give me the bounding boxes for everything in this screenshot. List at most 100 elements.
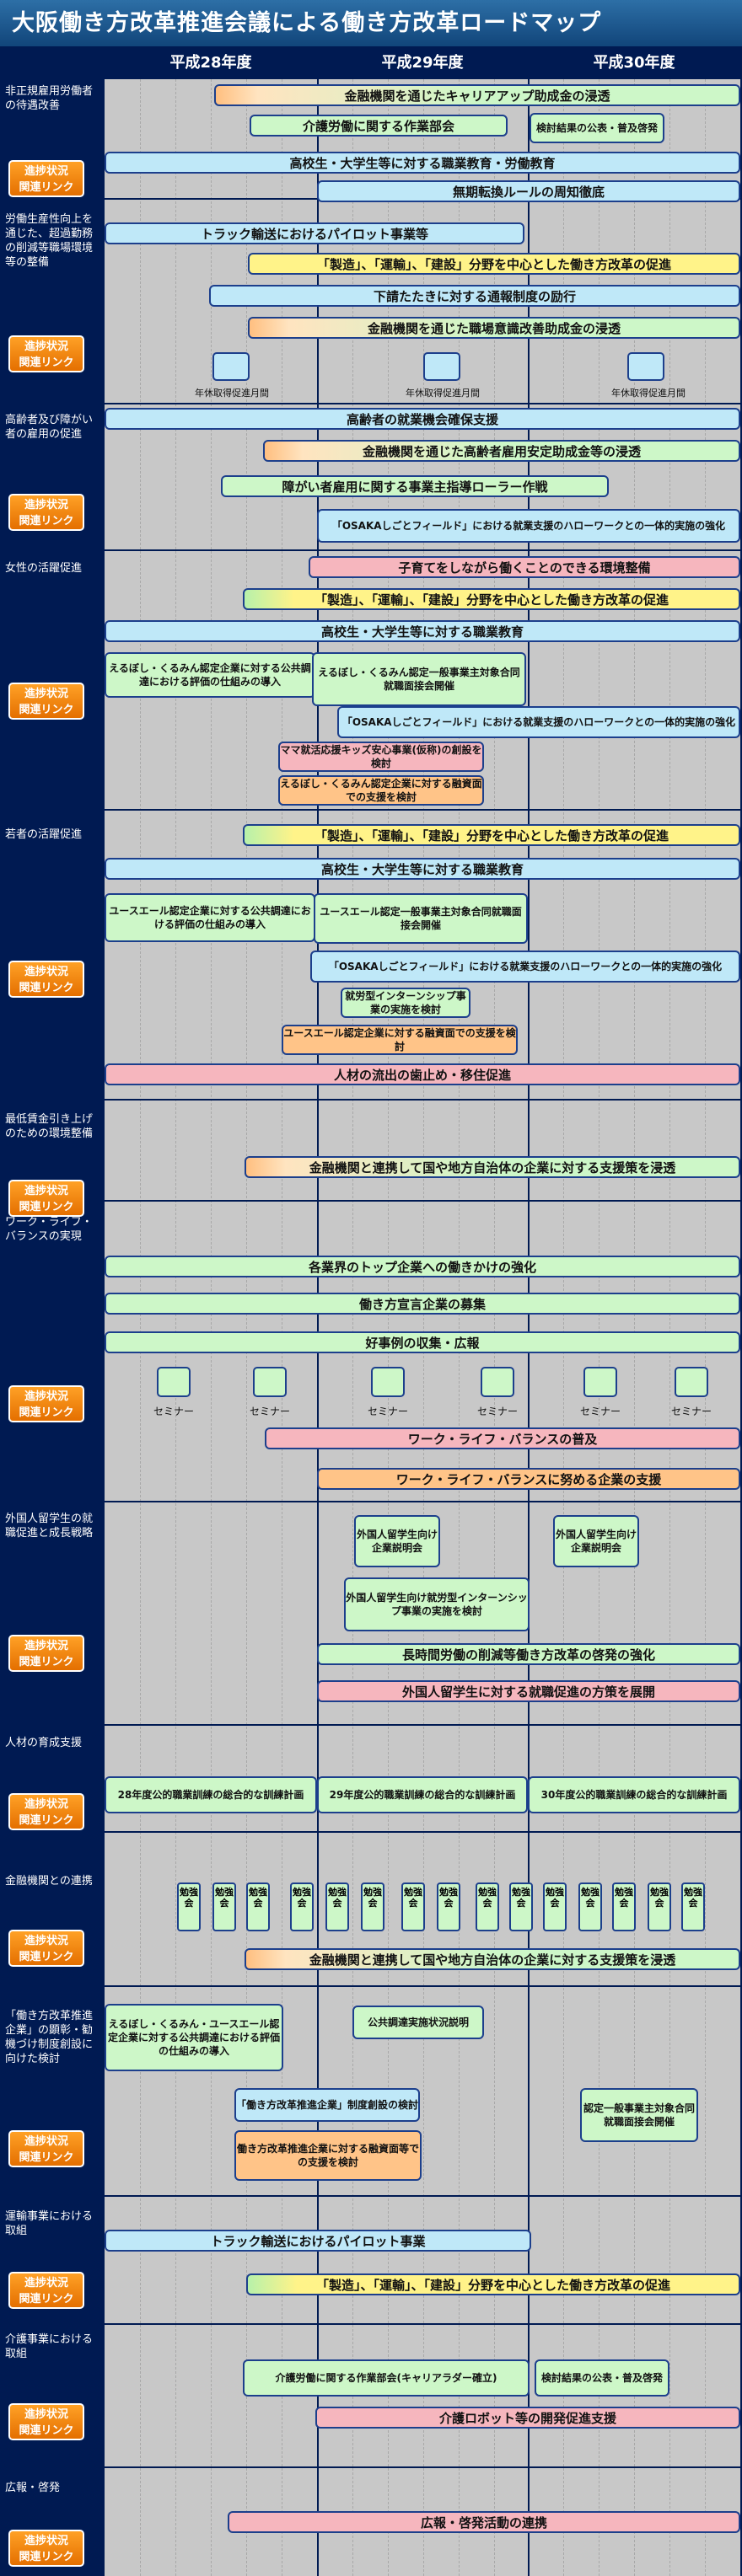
box-result-publication: 検討結果の公表・普及啓発 (530, 113, 664, 143)
study-session-13: 勉強会 (612, 1882, 636, 1931)
study-session-14: 勉強会 (648, 1882, 671, 1931)
box-training-plan-30: 30年度公的職業訓練の総合的な訓練計画 (528, 1776, 740, 1813)
box-youth-yell-financing: ユースエール認定企業に対する融資面での支援を検討 (282, 1025, 518, 1055)
seminar-caption-5: セミナー (579, 1406, 621, 1417)
section-5-label: 若者の活躍促進 (5, 828, 83, 841)
seminar-marker-5 (583, 1367, 617, 1397)
box-foreign-student-fair-2: 外国人留学生向け企業説明会 (553, 1515, 639, 1567)
study-session-11: 勉強会 (543, 1882, 567, 1931)
bar-financial-support-10: 金融機関と連携して国や地方自治体の企業に対する支援策を浸透 (245, 1948, 740, 1970)
study-session-5: 勉強会 (325, 1882, 349, 1931)
box-foreign-student-fair-1: 外国人留学生向け企業説明会 (354, 1515, 440, 1567)
section-11-label: 「働き方改革推進企業」の顕彰・勧機づけ制度創設に向けた検討 (5, 2010, 94, 2065)
progress-link-button-6[interactable]: 進捗状況関連リンク (8, 1180, 84, 1217)
seminar-caption-1: セミナー (153, 1406, 194, 1417)
progress-link-button-8[interactable]: 進捗状況関連リンク (8, 1635, 84, 1672)
box-eruboshi-financing: えるぼし・くるみん認定企業に対する融資面での支援を検討 (278, 775, 484, 806)
bar-subcontract-report: 下請たたきに対する通報制度の励行 (209, 285, 740, 307)
bar-wlb-promotion: ワーク・ライフ・バランスの普及 (265, 1427, 740, 1449)
bar-workplace-subsidy: 金融機関を通じた職場意識改善助成金の浸透 (248, 317, 740, 339)
progress-link-button-12[interactable]: 進捗状況関連リンク (8, 2272, 84, 2309)
section-4-label: 女性の活躍促進 (5, 562, 83, 575)
box-care-result-publication: 検討結果の公表・普及啓発 (535, 2359, 669, 2397)
progress-link-button-13[interactable]: 進捗状況関連リンク (8, 2403, 84, 2440)
box-care-career-ladder: 介護労働に関する作業部会(キャリアラダー確立) (243, 2359, 530, 2397)
year-h30: 平成30年度 (593, 54, 675, 72)
bar-talent-outflow: 人材の流出の歯止め・移住促進 (105, 1063, 740, 1085)
section-7-label: ワーク・ライフ・バランスの実現 (5, 1216, 93, 1243)
section-14-label: 広報・啓発 (5, 2482, 61, 2494)
study-session-15: 勉強会 (681, 1882, 705, 1931)
box-procurement-evaluation: えるぼし・くるみん・ユースエール認定企業に対する公共調達における評価の仕組みの導… (105, 2004, 283, 2071)
box-training-plan-29: 29年度公的職業訓練の総合的な訓練計画 (317, 1776, 528, 1813)
progress-link-button-11[interactable]: 進捗状況関連リンク (8, 2130, 84, 2167)
bar-pr-cooperation: 広報・啓発活動の連携 (228, 2511, 740, 2533)
bar-career-up-subsidy: 金融機関を通じたキャリアアップ助成金の浸透 (214, 84, 740, 106)
section-9-label: 人材の育成支援 (5, 1737, 83, 1749)
box-eruboshi-procurement: えるぼし・くるみん認定企業に対する公共調達における評価の仕組みの導入 (105, 652, 315, 698)
bar-work-style-reform-4: 「製造」、「運輸」、「建設」分野を中心とした働き方改革の促進 (243, 588, 740, 610)
bar-elderly-subsidy: 金融機関を通じた高齢者雇用安定助成金等の浸透 (263, 440, 740, 462)
study-session-6: 勉強会 (361, 1882, 384, 1931)
box-youth-yell-procurement: ユースエール認定企業に対する公共調達における評価の仕組みの導入 (105, 893, 315, 942)
box-eruboshi-job-fair: えるぼし・くるみん認定一般事業主対象合同就職面接会開催 (312, 652, 526, 706)
section-1-label: 非正規雇用労働者の待遇改善 (5, 85, 94, 112)
section-2-label: 労働生産性向上を通じた、超過勤務の削減等職場環境等の整備 (5, 213, 94, 269)
box-reform-company-system: 「働き方改革推進企業」制度創設の検討 (234, 2088, 420, 2122)
progress-link-button-7[interactable]: 進捗状況関連リンク (8, 1385, 84, 1422)
bar-vocational-education-4: 高校生・大学生等に対する職業教育 (105, 620, 740, 642)
section-6-label: 最低賃金引き上げのための環境整備 (5, 1113, 94, 1140)
seminar-caption-3: セミナー (367, 1406, 408, 1417)
progress-link-button-4[interactable]: 進捗状況関連リンク (8, 683, 84, 720)
bar-elderly-employment: 高齢者の就業機会確保支援 (105, 408, 740, 430)
bar-work-style-reform-12: 「製造」、「運輸」、「建設」分野を中心とした働き方改革の促進 (246, 2273, 740, 2295)
leave-month-marker-3 (627, 352, 664, 381)
leave-month-marker-1 (212, 352, 250, 381)
seminar-marker-2 (253, 1367, 287, 1397)
year-h28: 平成28年度 (169, 54, 252, 72)
bar-disability-employment: 障がい者雇用に関する事業主指導ローラー作戦 (221, 475, 609, 497)
progress-link-button-2[interactable]: 進捗状況関連リンク (8, 335, 84, 372)
bar-childcare-environment: 子育てをしながら働くことのできる環境整備 (309, 556, 740, 578)
section-13-label: 介護事業における取組 (5, 2333, 94, 2360)
box-internship-youth: 就労型インターンシップ事業の実施を検討 (341, 988, 470, 1018)
study-session-1: 勉強会 (177, 1882, 201, 1931)
bar-work-style-reform-2: 「製造」、「運輸」、「建設」分野を中心とした働き方改革の促進 (248, 253, 740, 275)
seminar-marker-3 (371, 1367, 405, 1397)
progress-link-button-5[interactable]: 進捗状況関連リンク (8, 961, 84, 998)
study-session-2: 勉強会 (212, 1882, 236, 1931)
seminar-marker-1 (157, 1367, 191, 1397)
study-session-4: 勉強会 (290, 1882, 314, 1931)
seminar-marker-4 (481, 1367, 514, 1397)
bar-best-practices: 好事例の収集・広報 (105, 1331, 740, 1353)
year-h29: 平成29年度 (381, 54, 464, 72)
bar-long-hours-reduction: 長時間労働の削減等働き方改革の啓発の強化 (317, 1643, 740, 1665)
progress-link-button-1[interactable]: 進捗状況関連リンク (8, 160, 84, 197)
box-certified-job-fair: 認定一般事業主対象合同就職面接会開催 (580, 2088, 698, 2142)
progress-link-button-14[interactable]: 進捗状況関連リンク (8, 2530, 84, 2567)
study-session-3: 勉強会 (246, 1882, 270, 1931)
box-foreign-internship: 外国人留学生向け就労型インターンシップ事業の実施を検討 (344, 1577, 530, 1631)
section-10-label: 金融機関との連携 (5, 1875, 93, 1888)
bar-work-style-reform-5: 「製造」、「運輸」、「建設」分野を中心とした働き方改革の促進 (243, 824, 740, 846)
study-session-7: 勉強会 (401, 1882, 425, 1931)
progress-link-button-10[interactable]: 進捗状況関連リンク (8, 1930, 84, 1967)
progress-link-button-9[interactable]: 進捗状況関連リンク (8, 1793, 84, 1830)
bar-care-robot: 介護ロボット等の開発促進支援 (315, 2407, 740, 2429)
section-8-label: 外国人留学生の就職促進と成長戦略 (5, 1513, 94, 1540)
progress-link-button-3[interactable]: 進捗状況関連リンク (8, 494, 84, 531)
box-osaka-field-3: 「OSAKAしごとフィールド」における就業支援のハローワークとの一体的実施の強化 (310, 951, 740, 983)
seminar-caption-6: セミナー (670, 1406, 712, 1417)
seminar-marker-6 (675, 1367, 708, 1397)
leave-month-caption-3: 年休取得促進月間 (611, 388, 686, 399)
page-title: 大阪働き方改革推進会議による働き方改革ロードマップ (0, 0, 742, 46)
bar-indefinite-conversion-rule: 無期転換ルールの周知徹底 (317, 180, 740, 202)
seminar-caption-4: セミナー (476, 1406, 518, 1417)
seminar-caption-2: セミナー (249, 1406, 290, 1417)
bar-vocational-education: 高校生・大学生等に対する職業教育・労働教育 (105, 152, 740, 174)
bar-financial-support-6: 金融機関と連携して国や地方自治体の企業に対する支援策を浸透 (245, 1156, 740, 1178)
study-session-9: 勉強会 (476, 1882, 499, 1931)
study-session-10: 勉強会 (509, 1882, 533, 1931)
box-mama-job-support: ママ就活応援キッズ安心事業(仮称)の創設を検討 (278, 742, 484, 772)
section-12-label: 運輸事業における取組 (5, 2210, 94, 2237)
